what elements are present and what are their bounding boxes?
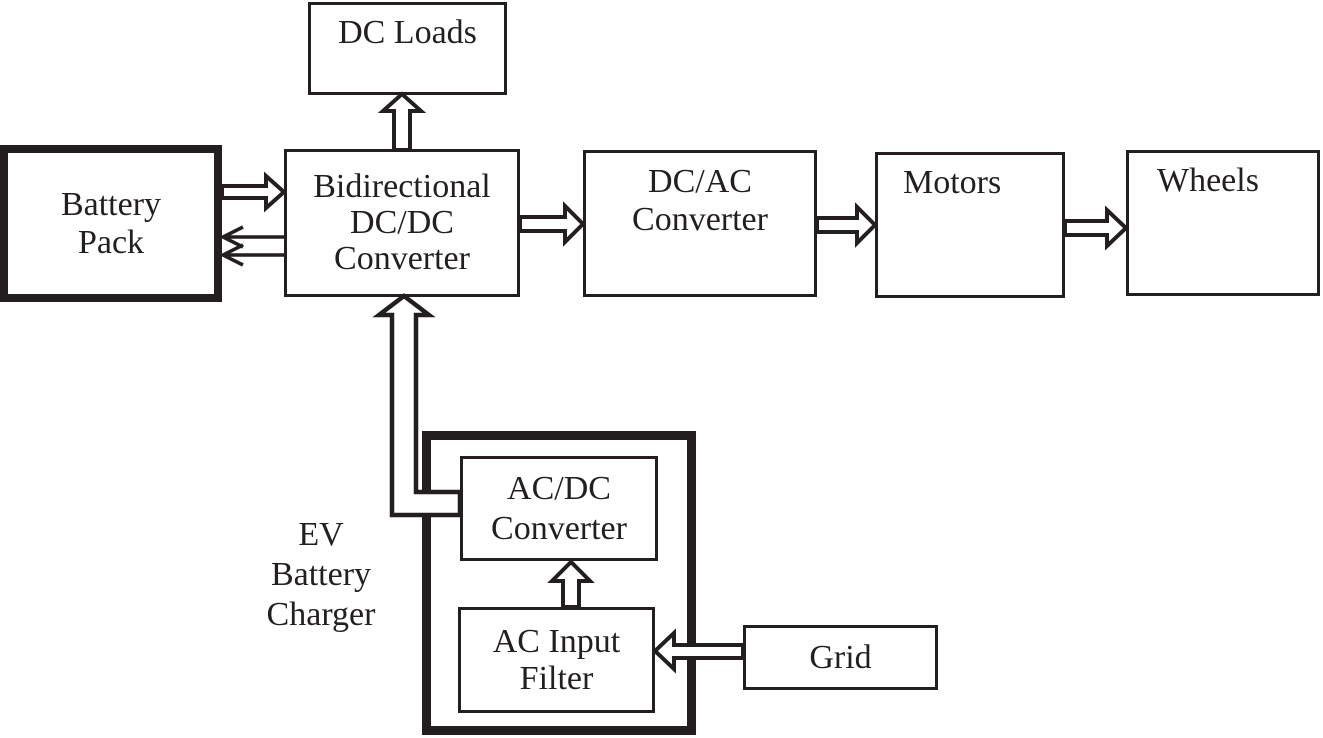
node-wheels: Wheels [1126,150,1320,296]
node-bidirectional-label-line1: Bidirectional [313,168,491,205]
node-battery-pack-label-line2: Pack [77,223,145,261]
node-bidirectional-label-line3: Converter [334,240,470,277]
arrow-dcdc-to-dc-loads [377,91,427,152]
node-dc-ac-label-line1: DC/AC [648,163,752,200]
node-ac-dc-label-line2: Converter [491,509,627,547]
arrow-dcdc-to-battery-line2 [219,243,284,267]
node-dc-ac-label-line2: Converter [632,201,768,238]
node-grid: Grid [743,625,938,690]
charger-label-line1: EV [298,516,344,553]
node-ac-dc-converter: AC/DC Converter [460,456,658,561]
charger-label-line2: Battery [270,556,372,593]
node-grid-label: Grid [809,638,872,676]
node-bidirectional-dcdc-converter: Bidirectional DC/DC Converter [284,149,520,297]
arrow-battery-to-dcdc [220,171,288,213]
node-dc-ac-converter: DC/AC Converter [583,150,817,297]
arrow-dcdc-to-dcac [518,201,586,247]
group-ev-battery-charger-frame [422,431,696,735]
node-ac-input-filter-label-line1: AC Input [492,623,621,660]
arrow-motors-to-wheels [1063,205,1129,251]
node-bidirectional-label-line2: DC/DC [350,204,454,241]
node-battery-pack-label-line1: Battery [60,185,162,223]
node-motors: Motors [875,152,1065,298]
node-ac-input-filter: AC Input Filter [458,607,655,713]
node-motors-label: Motors [903,164,1002,201]
node-battery-pack: Battery Pack [0,145,222,302]
node-dc-loads-label: DC Loads [338,14,477,51]
node-ac-dc-label-line1: AC/DC [507,469,611,507]
node-dc-loads: DC Loads [308,2,507,95]
node-ac-input-filter-label-line2: Filter [519,660,594,697]
arrow-dcac-to-motors [815,202,878,248]
group-ev-battery-charger-label: EV Battery Charger [237,515,405,635]
charger-label-line3: Charger [266,596,376,633]
node-wheels-label: Wheels [1157,162,1259,199]
arrow-dcdc-to-battery-line1 [219,225,284,249]
